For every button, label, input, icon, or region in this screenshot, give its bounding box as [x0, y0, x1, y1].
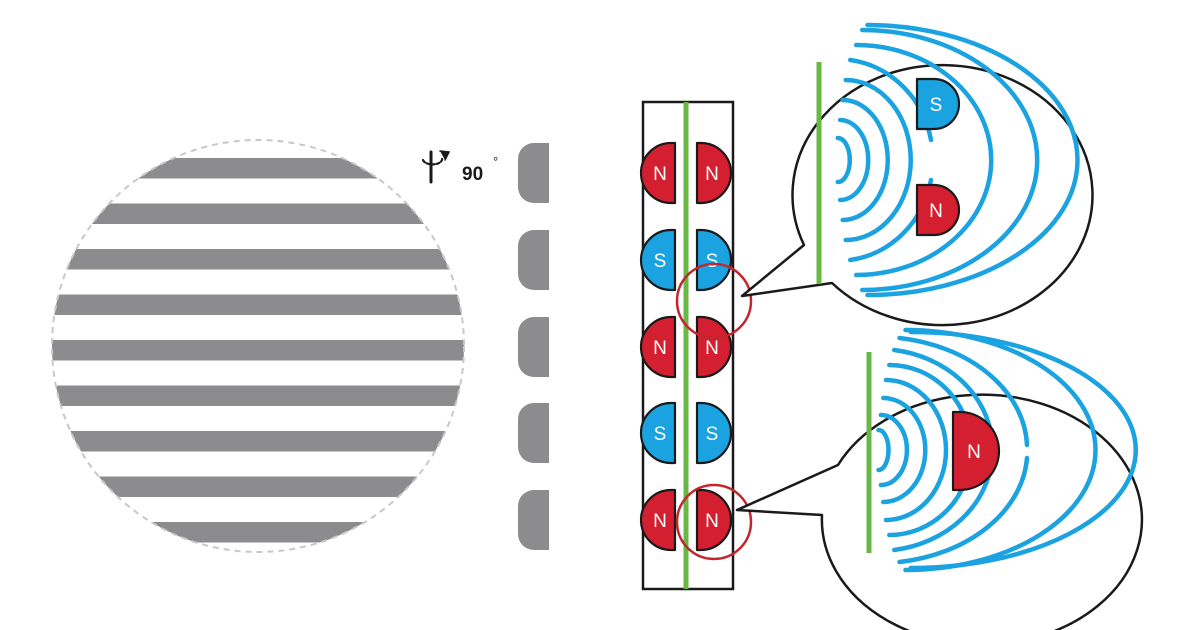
pole-letter: N [705, 338, 719, 359]
field-line [903, 327, 1098, 573]
pole-letter: N [967, 442, 981, 463]
field-line [840, 97, 890, 223]
strip-row-right-north-pole: N [695, 315, 733, 379]
callout-marker-bottom [675, 483, 753, 561]
grey-half-segment [518, 403, 549, 463]
strip-row-left-north-pole: N [639, 488, 677, 552]
disc-stripe [52, 249, 464, 270]
field-line [881, 395, 928, 505]
pole-letter: N [653, 511, 667, 532]
field-line [860, 27, 1040, 293]
rotation-indicator: 90 ° [421, 150, 498, 185]
disc-stripe [52, 385, 464, 406]
strip-row-right-north-pole: N [695, 488, 733, 552]
disc-stripe [52, 340, 464, 361]
disc-stripe [52, 158, 464, 179]
pole-letter: N [705, 164, 719, 185]
striped-disc [51, 139, 465, 553]
pole-letter: N [653, 338, 667, 359]
field-line [854, 42, 994, 278]
disc-stripe [52, 431, 464, 452]
disc-stripe [52, 522, 464, 543]
rotation-angle-label: 90 [462, 164, 483, 185]
callout-top-north-pole: N [915, 183, 961, 237]
field-line [876, 427, 891, 473]
grey-half-segment [518, 230, 549, 290]
strip-row-left-north-pole: N [639, 315, 677, 379]
field-line [878, 412, 910, 488]
strip-row-left-south-pole: S [639, 228, 677, 292]
magnet-strip: N N S S N N S S N N [639, 100, 753, 591]
pole-letter: S [706, 424, 719, 445]
pole-letter: N [929, 201, 943, 222]
strip-row-right-north-pole: N [695, 141, 733, 205]
strip-row-right-south-pole: S [695, 401, 733, 465]
pole-letter: S [654, 251, 667, 272]
grey-half-segment [518, 490, 549, 550]
disc-stripe [52, 294, 464, 315]
field-line [837, 117, 871, 203]
svg-text:90: 90 [462, 164, 483, 185]
grey-half-segment [518, 143, 549, 203]
field-line [883, 377, 949, 523]
field-line [865, 22, 1080, 298]
disc-stripe [52, 203, 464, 224]
grey-half-segment [518, 317, 549, 377]
strip-row-right-south-pole: S [695, 228, 733, 292]
callout-marker-top [675, 262, 753, 340]
grey-half-segments [518, 143, 549, 550]
pole-letter: S [706, 251, 719, 272]
callout-top-south-pole: S [915, 77, 961, 131]
disc-stripe [52, 476, 464, 497]
pole-letter: N [705, 511, 719, 532]
callout-bubble-bottom: N [735, 327, 1144, 630]
field-line [835, 135, 853, 185]
disc-stripes [52, 158, 464, 543]
callout-bubble-top: SN [740, 22, 1094, 327]
pole-letter: N [653, 164, 667, 185]
rotate-axis-icon [421, 150, 451, 184]
pole-letter: S [930, 95, 943, 116]
pole-letter: S [654, 424, 667, 445]
strip-row-left-north-pole: N [639, 141, 677, 205]
field-line [843, 77, 913, 243]
degree-symbol: ° [493, 154, 498, 169]
field-line [897, 455, 1030, 565]
field-line [897, 335, 1030, 448]
disc-outline [51, 139, 465, 553]
field-line [908, 329, 1138, 571]
strip-row-left-south-pole: S [639, 401, 677, 465]
callout-bottom-north-pole: N [951, 410, 1001, 492]
